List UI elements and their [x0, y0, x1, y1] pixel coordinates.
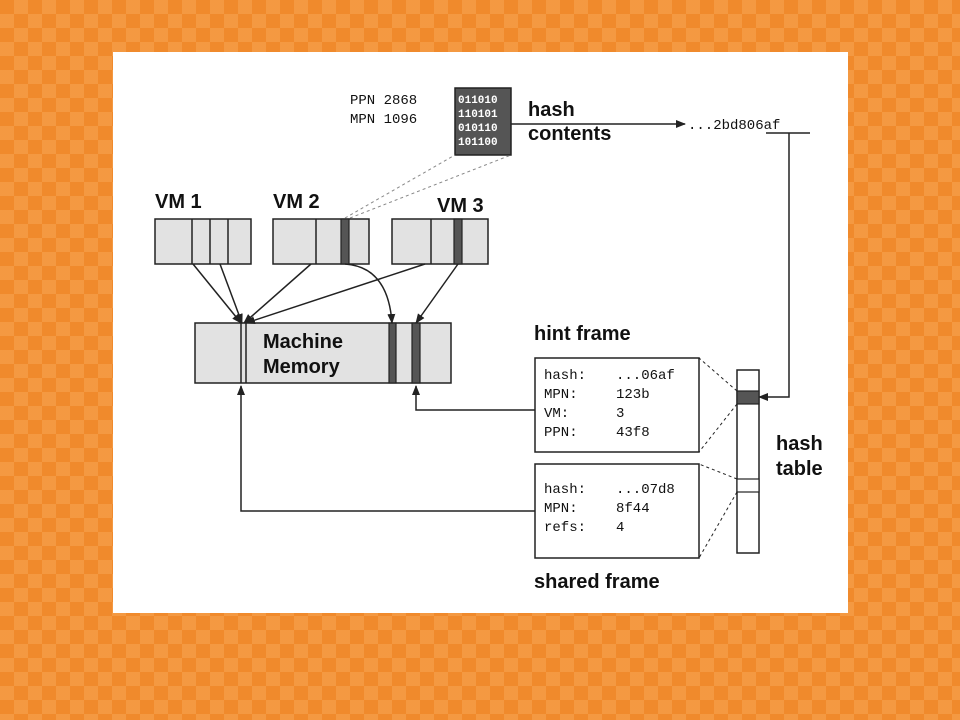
- shared-value-hash: ...07d8: [616, 482, 675, 498]
- hint-leader-top: [698, 357, 738, 392]
- machine-memory-label-line2: Memory: [263, 356, 341, 378]
- hash-contents-label-line1: hash: [528, 99, 575, 121]
- hint-key-mpn: MPN:: [544, 387, 578, 403]
- shared-leader-bottom: [698, 491, 738, 559]
- map-arrow-vm1-b: [219, 263, 243, 324]
- bits-row-4: 101100: [458, 137, 498, 149]
- vm1-pages: [154, 218, 252, 265]
- ppn-label: PPN 2868: [350, 93, 417, 109]
- hash-table-column: [736, 369, 760, 554]
- hint-leader-bottom: [698, 403, 738, 453]
- slide-panel: PPN 2868 MPN 1096 011010 110101 010110 1…: [113, 52, 848, 613]
- hint-value-hash: ...06af: [616, 368, 675, 384]
- shared-key-hash: hash:: [544, 482, 586, 498]
- bits-row-3: 010110: [458, 123, 498, 135]
- hint-key-vm: VM:: [544, 406, 569, 422]
- map-arrow-vm2-a: [243, 263, 312, 324]
- hash-table-label-line1: hash: [776, 433, 823, 455]
- hint-frame-title: hint frame: [534, 323, 631, 345]
- memory-sharing-diagram: PPN 2868 MPN 1096 011010 110101 010110 1…: [154, 87, 823, 593]
- machine-memory-block: [194, 322, 452, 384]
- shared-value-refs: 4: [616, 520, 624, 536]
- bits-row-1: 011010: [458, 95, 498, 107]
- shared-key-refs: refs:: [544, 520, 586, 536]
- map-arrow-vm3-a: [245, 263, 426, 324]
- shared-frame-title: shared frame: [534, 571, 660, 593]
- vm3-pages: [391, 218, 489, 265]
- zoom-line-right: [349, 154, 512, 219]
- shared-leader-top: [698, 463, 738, 480]
- vm2-pages: [272, 218, 370, 265]
- hint-value-vm: 3: [616, 406, 624, 422]
- hint-value-ppn: 43f8: [616, 425, 650, 441]
- bits-row-2: 110101: [458, 109, 498, 121]
- shared-value-mpn: 8f44: [616, 501, 650, 517]
- mpn-label: MPN 1096: [350, 112, 417, 128]
- page-contents-box: [454, 87, 512, 156]
- hint-key-hash: hash:: [544, 368, 586, 384]
- hint-to-memory-arrow: [412, 385, 535, 411]
- hint-value-mpn: 123b: [616, 387, 650, 403]
- hint-frame-box: [534, 357, 700, 453]
- hash-to-table-arrow: [758, 133, 790, 401]
- hash-table-label-line2: table: [776, 458, 823, 480]
- shared-key-mpn: MPN:: [544, 501, 578, 517]
- map-arrow-vm3-b: [415, 263, 459, 324]
- hash-contents-label-line2: contents: [528, 123, 611, 145]
- hash-value: ...2bd806af: [688, 118, 780, 134]
- shared-to-memory-arrow: [237, 385, 535, 512]
- vm1-label: VM 1: [155, 191, 202, 213]
- machine-memory-label-line1: Machine: [263, 331, 343, 353]
- map-arrow-vm2-b: [344, 263, 396, 324]
- map-arrow-vm1-a: [192, 263, 242, 324]
- hint-key-ppn: PPN:: [544, 425, 578, 441]
- vm2-label: VM 2: [273, 191, 320, 213]
- shared-frame-box: [534, 463, 700, 559]
- vm3-label: VM 3: [437, 195, 484, 217]
